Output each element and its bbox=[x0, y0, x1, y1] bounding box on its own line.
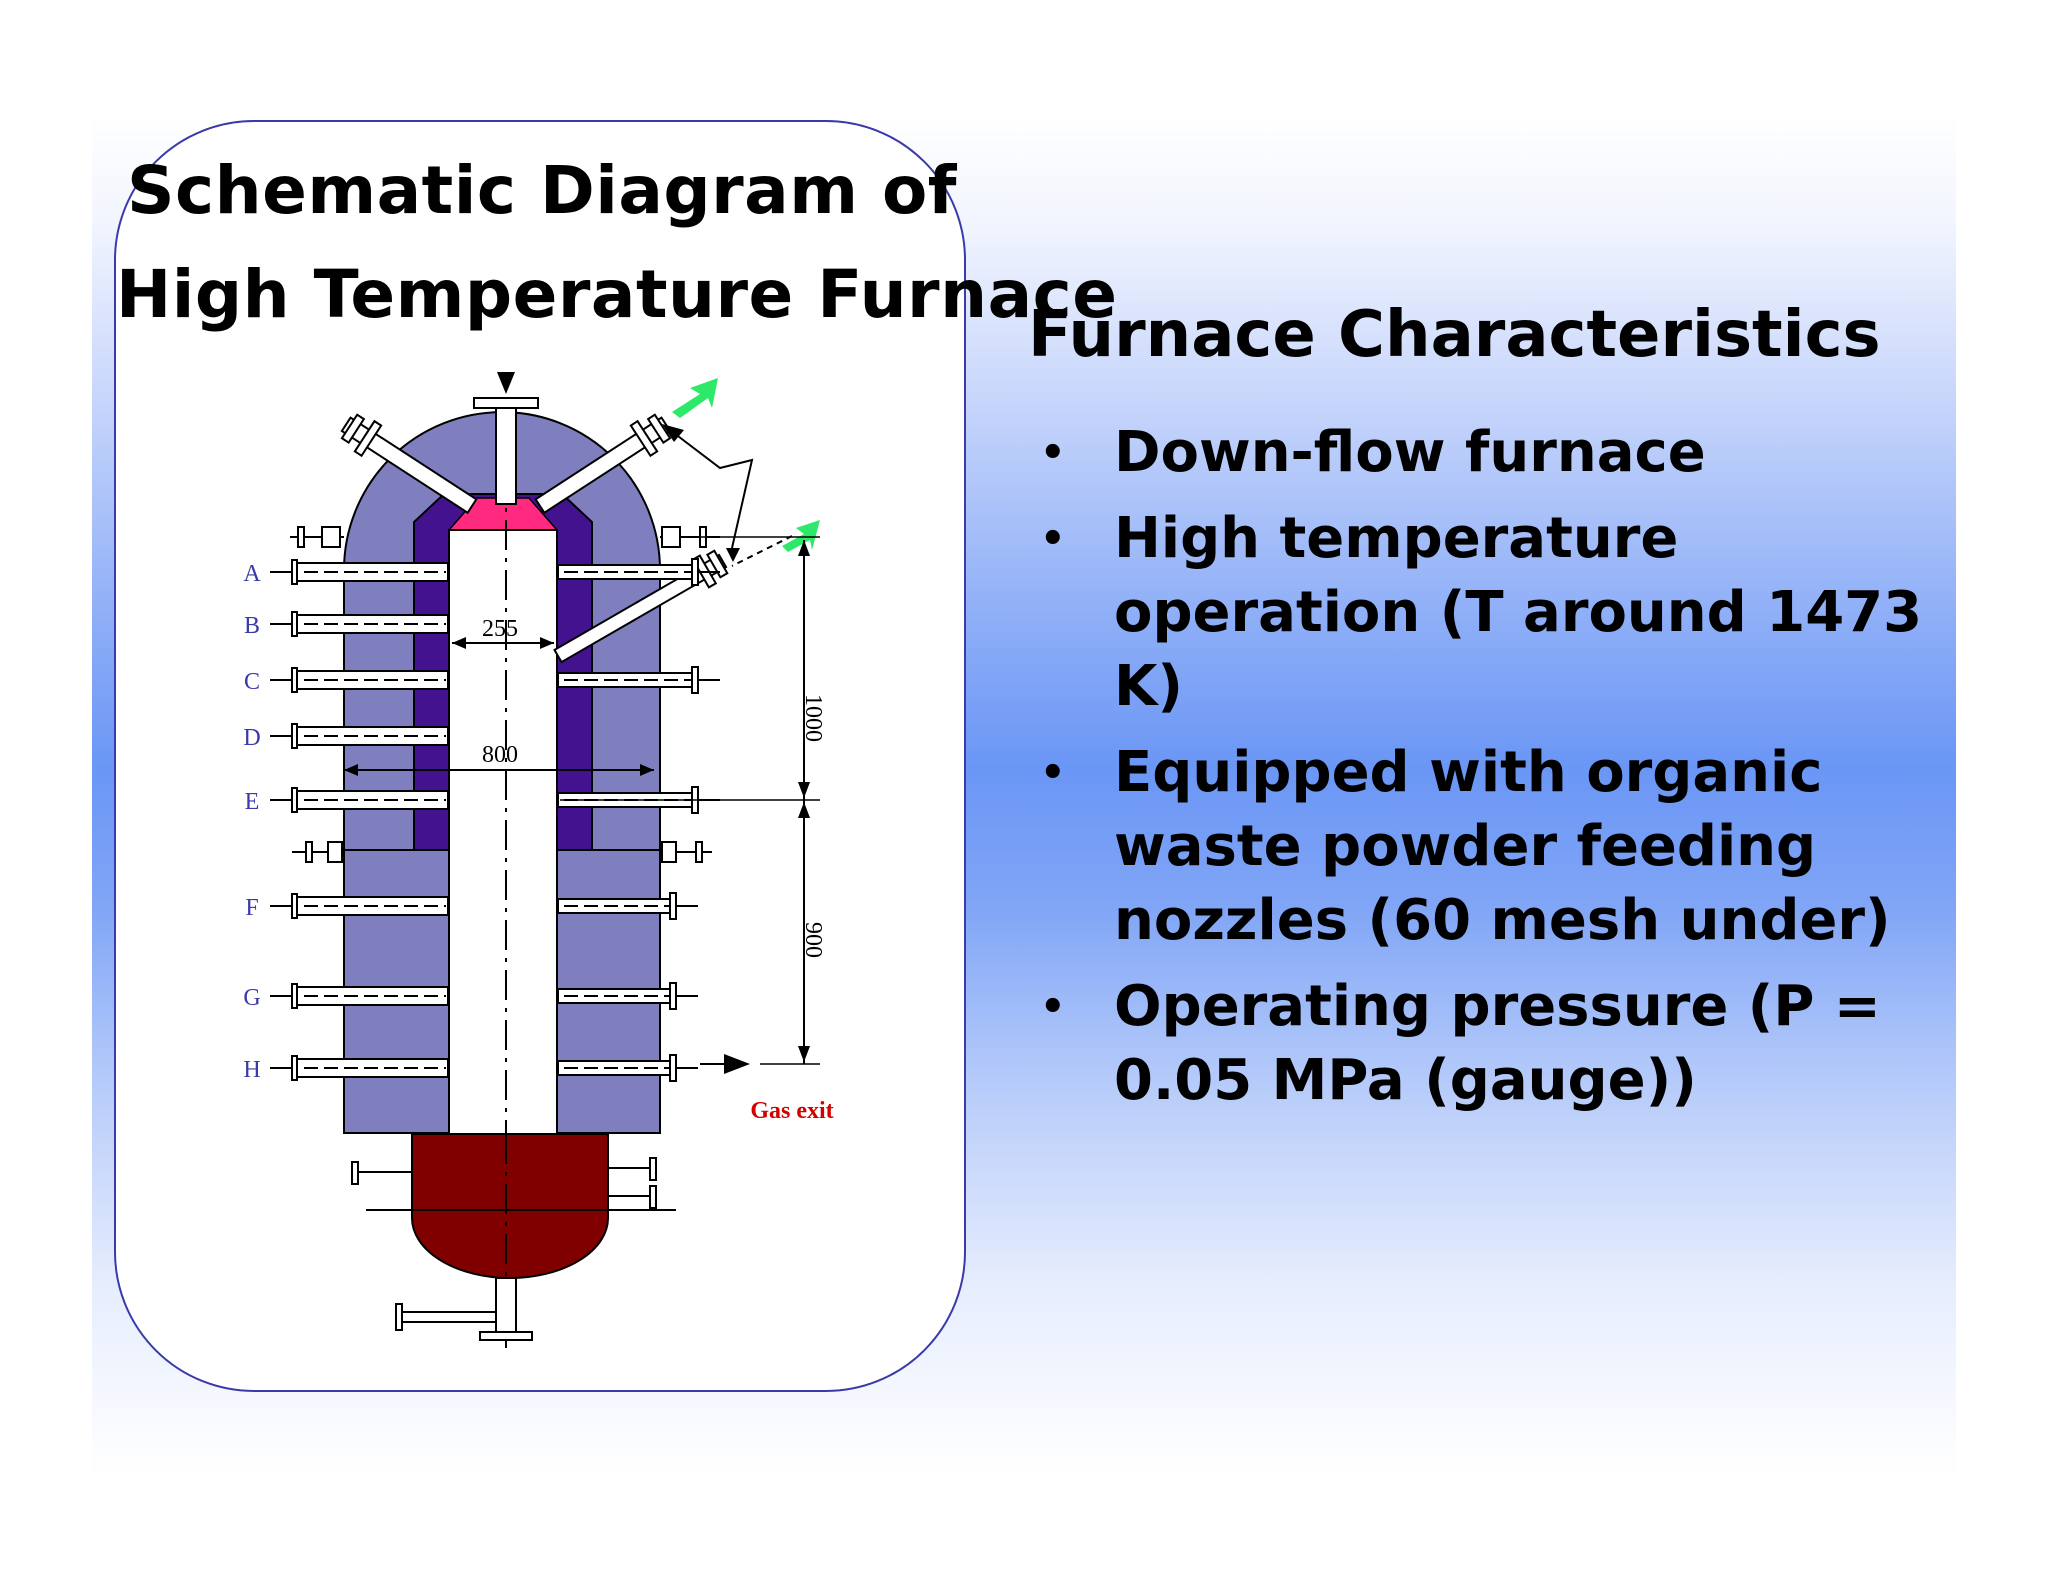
right-angled-nozzle bbox=[534, 413, 672, 515]
bottom-vessel-right-nozzles bbox=[608, 1157, 657, 1209]
probe-port-right-f bbox=[557, 892, 698, 920]
port-label-g: G bbox=[243, 985, 260, 1011]
characteristic-text: Down-flow furnace bbox=[1114, 420, 1706, 485]
bottom-vessel bbox=[411, 1133, 609, 1279]
left-angled-nozzle bbox=[340, 413, 478, 515]
characteristic-item: • Equipped with organic waste powder fee… bbox=[1030, 736, 1930, 958]
characteristic-item: • High temperature operation (T around 1… bbox=[1030, 502, 1930, 724]
probe-port-right-h bbox=[557, 1054, 698, 1082]
dim-inner-diameter-label: 255 bbox=[482, 616, 518, 642]
side-angled-nozzle bbox=[553, 549, 729, 664]
characteristics-title: Furnace Characteristics bbox=[1028, 298, 1881, 372]
probe-port-left-d bbox=[270, 723, 449, 749]
characteristic-item: • Operating pressure (P = 0.05 MPa (gaug… bbox=[1030, 970, 1930, 1118]
diagram-title-line-1: Schematic Diagram of bbox=[126, 152, 958, 229]
probe-port-left-f bbox=[270, 893, 449, 919]
feed-leader-dashed bbox=[731, 535, 793, 567]
port-label-h: H bbox=[243, 1057, 260, 1083]
reaction-tube bbox=[448, 529, 558, 1135]
gas-exit-label: Gas exit bbox=[750, 1098, 833, 1124]
probe-port-right-a bbox=[557, 558, 720, 586]
port-label-a: A bbox=[243, 561, 261, 587]
bottom-drain bbox=[395, 1277, 533, 1341]
top-nozzle bbox=[495, 407, 517, 505]
characteristic-item: • Down-flow furnace bbox=[1030, 416, 1930, 490]
bullet-dot-icon: • bbox=[1040, 750, 1066, 796]
dim-outer-diameter-label: 800 bbox=[482, 742, 518, 768]
bottom-vessel-left-nozzle bbox=[351, 1161, 412, 1185]
probe-port-left-h bbox=[270, 1055, 449, 1081]
bullet-dot-icon: • bbox=[1040, 516, 1066, 562]
probe-ports-left bbox=[270, 559, 449, 1081]
probe-port-left-e bbox=[270, 787, 449, 813]
port-label-c: C bbox=[244, 669, 260, 695]
feed-pointer bbox=[669, 429, 754, 549]
dim-upper-height-label: 1000 bbox=[800, 694, 826, 742]
feed-indicator-arrow-side bbox=[782, 520, 820, 552]
top-feed-arrow bbox=[497, 372, 515, 394]
feed-pointer-head-bottom bbox=[726, 548, 740, 562]
bullet-dot-icon: • bbox=[1040, 430, 1066, 476]
port-labels: AB C D E F G H bbox=[243, 561, 261, 1083]
port-label-d: D bbox=[243, 725, 260, 751]
top-nozzle-flange bbox=[473, 397, 539, 409]
probe-port-left-g bbox=[270, 983, 449, 1009]
diagram-title-line-2: High Temperature Furnace bbox=[116, 256, 1118, 333]
characteristic-text: Equipped with organic waste powder feedi… bbox=[1114, 740, 1891, 953]
port-label-e: E bbox=[245, 789, 260, 815]
port-label-f: F bbox=[245, 895, 258, 921]
characteristic-text: Operating pressure (P = 0.05 MPa (gauge)… bbox=[1114, 974, 1881, 1113]
mid-right-flange-port bbox=[660, 841, 712, 863]
characteristics-list: • Down-flow furnace • High temperature o… bbox=[1030, 416, 1930, 1130]
probe-port-left-c bbox=[270, 667, 449, 693]
probe-port-left-b bbox=[270, 611, 449, 637]
feed-indicator-arrow-top bbox=[672, 378, 718, 418]
bullet-dot-icon: • bbox=[1040, 984, 1066, 1030]
dim-lower-height-label: 900 bbox=[800, 922, 826, 958]
port-label-b: B bbox=[244, 613, 260, 639]
characteristic-text: High temperature operation (T around 147… bbox=[1114, 506, 1923, 719]
probe-port-right-g bbox=[557, 982, 698, 1010]
probe-port-right-c bbox=[557, 666, 720, 694]
feed-pointer-head-top bbox=[662, 424, 684, 442]
upper-left-flange-port bbox=[290, 526, 344, 548]
mid-left-flange-port bbox=[292, 841, 344, 863]
probe-port-left-a bbox=[270, 559, 449, 585]
